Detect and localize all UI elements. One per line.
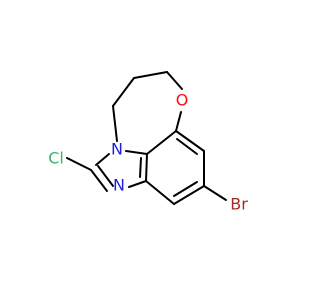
bond-n-c8b (125, 150, 148, 155)
bond-ch2-o (166, 71, 183, 90)
atom-label-nitrogen-imine: N (113, 176, 125, 195)
bond-n-c2 (95, 153, 110, 166)
bond-c2-n-double-b (97, 165, 114, 187)
bond-c8b-c3a (145, 153, 148, 182)
bond-c8a-c8 (175, 130, 205, 152)
bond-lines (66, 71, 227, 205)
bond-c-br (203, 185, 227, 201)
atom-label-chlorine: Cl (48, 149, 64, 168)
bond-c-cl (66, 157, 92, 171)
bond-c8b-c8a (146, 130, 177, 155)
atom-label-nitrogen-ring: N (111, 140, 123, 159)
bond-c7-c6-inner (173, 181, 198, 197)
bond-n-ch2 (112, 105, 118, 142)
bond-c7-c6 (173, 185, 205, 205)
atom-label-oxygen: O (176, 91, 189, 110)
bond-c6-c3a (145, 180, 175, 205)
bond-ch2-ch2-b (133, 71, 168, 79)
bond-c2-n-double-a (90, 169, 108, 192)
bond-c8a-c8-inner (176, 138, 198, 155)
bond-o-aryl (175, 111, 182, 132)
atom-label-bromine: Br (230, 195, 248, 214)
bond-n-c3a (128, 180, 147, 188)
bond-ch2-ch2-a (112, 77, 135, 107)
chemical-structure-diagram: Cl N N O Br (48, 71, 248, 214)
atom-labels: Cl N N O Br (48, 91, 248, 214)
bond-c8b-c3a-inner (139, 157, 142, 178)
